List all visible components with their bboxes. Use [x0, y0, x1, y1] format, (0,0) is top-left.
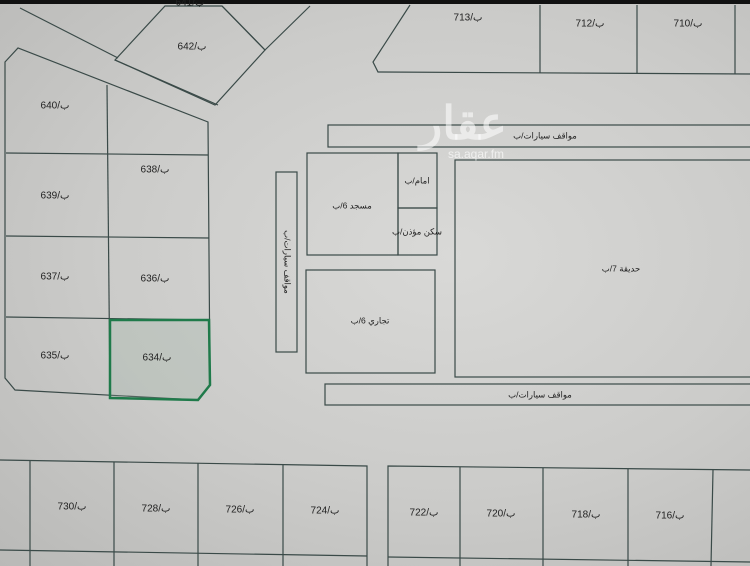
plot-730-label: 730/ب [57, 501, 87, 513]
parking-bottom-strip [324, 383, 750, 406]
plot-710-label: 710/ب [673, 18, 703, 30]
commercial-label: تجاري 6/ب [350, 315, 390, 326]
muezzin-label: سكن مؤذن/ب [392, 226, 442, 237]
plot-638-label: 638/ب [140, 164, 170, 176]
park-plot [454, 159, 750, 378]
muezzin-plot [397, 207, 438, 256]
parking-bottom-label: مواقف سيارات/ب [508, 389, 572, 400]
plot-724-label: 724/ب [310, 505, 340, 517]
plot-634-highlight [108, 318, 212, 402]
plot-642-label: 642/ب [177, 41, 207, 53]
watermark-url: sa.aqar.fm [448, 147, 505, 161]
parking-side-label: مواقف سيارات/ب [282, 230, 293, 294]
top-black-bar [0, 0, 750, 4]
park-label: حديقة 7/ب [601, 263, 641, 274]
plot-728-label: 728/ب [141, 503, 171, 515]
plot-720-label: 720/ب [486, 508, 516, 520]
plot-639-label: 639/ب [40, 190, 70, 202]
plot-637-label: 637/ب [40, 271, 70, 283]
plot-641-label: 641/ب [175, 0, 205, 9]
parking-top-label: مواقف سيارات/ب [513, 130, 577, 141]
plot-722-label: 722/ب [409, 507, 439, 519]
plot-634-label[interactable]: 634/ب [142, 352, 172, 364]
plot-640-label: 640/ب [40, 100, 70, 112]
plot-716-label: 716/ب [655, 510, 685, 522]
road-edge [19, 7, 119, 59]
plot-713-label: 713/ب [453, 12, 483, 24]
plot-712-label: 712/ب [575, 18, 605, 30]
mosque-label: مسجد 6/ب [332, 200, 372, 211]
plot-636-label: 636/ب [140, 273, 170, 285]
plot-718-label: 718/ب [571, 509, 601, 521]
commercial-plot [305, 269, 436, 374]
plot-726-label: 726/ب [225, 504, 255, 516]
parking-top-strip [327, 124, 750, 148]
parking-side-strip [275, 171, 298, 353]
imam-label: امام/ب [404, 175, 430, 186]
plot-635-label: 635/ب [40, 350, 70, 362]
aqar-watermark-logo: عقار [420, 97, 507, 149]
plot-642 [113, 5, 266, 106]
